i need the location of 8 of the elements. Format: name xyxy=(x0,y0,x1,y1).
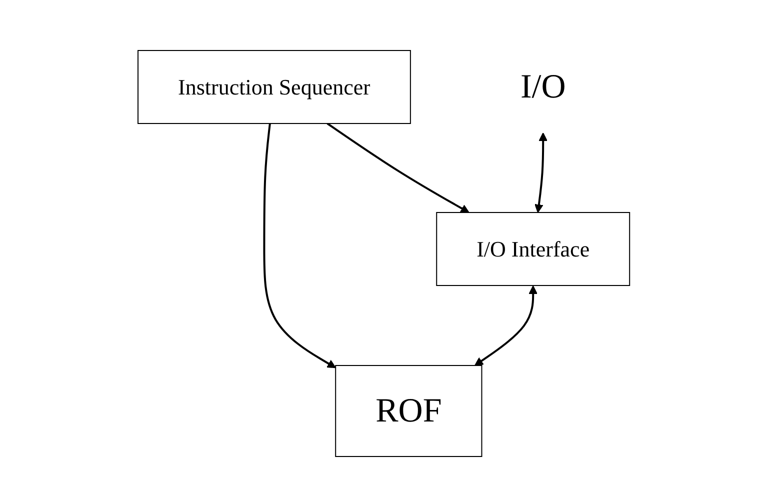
node-box: I/O Interface xyxy=(436,212,630,286)
arrow xyxy=(474,286,538,366)
arrow xyxy=(534,132,548,213)
node-text: I/O xyxy=(520,68,566,106)
node-box: Instruction Sequencer xyxy=(137,50,411,124)
arrow xyxy=(326,122,470,213)
arrow xyxy=(262,123,336,368)
node-box: ROF xyxy=(334,365,482,457)
